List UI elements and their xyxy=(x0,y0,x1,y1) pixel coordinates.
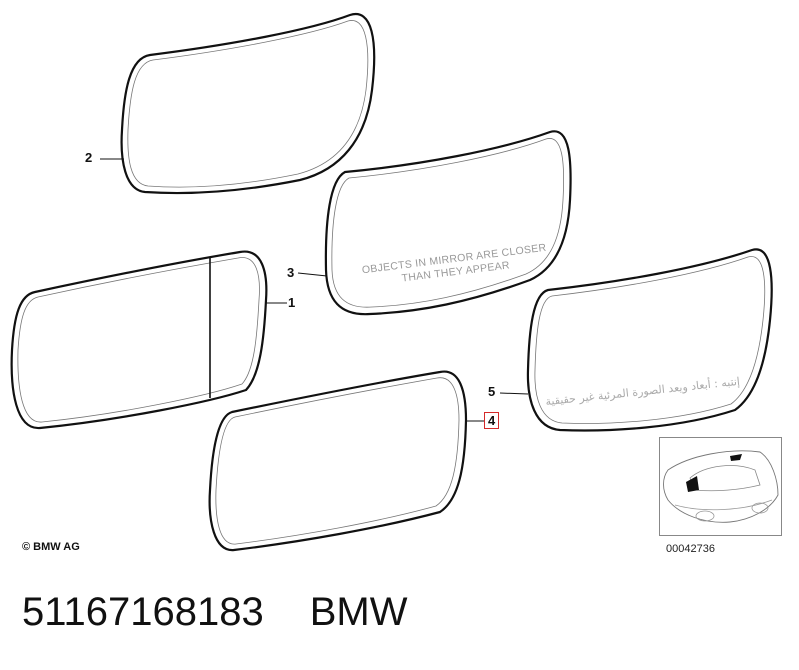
drawing-number: 00042736 xyxy=(666,543,715,555)
callout-5: 5 xyxy=(488,384,496,399)
mirror-glass-part-5 xyxy=(526,248,773,432)
callout-2: 2 xyxy=(85,150,93,165)
part-footer: 51167168183 BMW xyxy=(22,587,454,637)
callout-3: 3 xyxy=(287,265,295,280)
callout-1: 1 xyxy=(288,295,296,310)
mirror-glass-part-3 xyxy=(324,130,572,316)
mirror-glass-part-4 xyxy=(208,370,468,552)
copyright-label: © BMW AG xyxy=(22,541,80,553)
leader-lines xyxy=(100,158,529,422)
car-location-thumbnail xyxy=(659,437,782,536)
part-number: 51167168183 xyxy=(22,590,264,634)
brand-name: BMW xyxy=(309,590,408,634)
mirror-glass-part-2 xyxy=(120,12,376,195)
callout-4-highlighted: 4 xyxy=(484,412,500,429)
mirror-glass-part-1 xyxy=(10,250,268,430)
